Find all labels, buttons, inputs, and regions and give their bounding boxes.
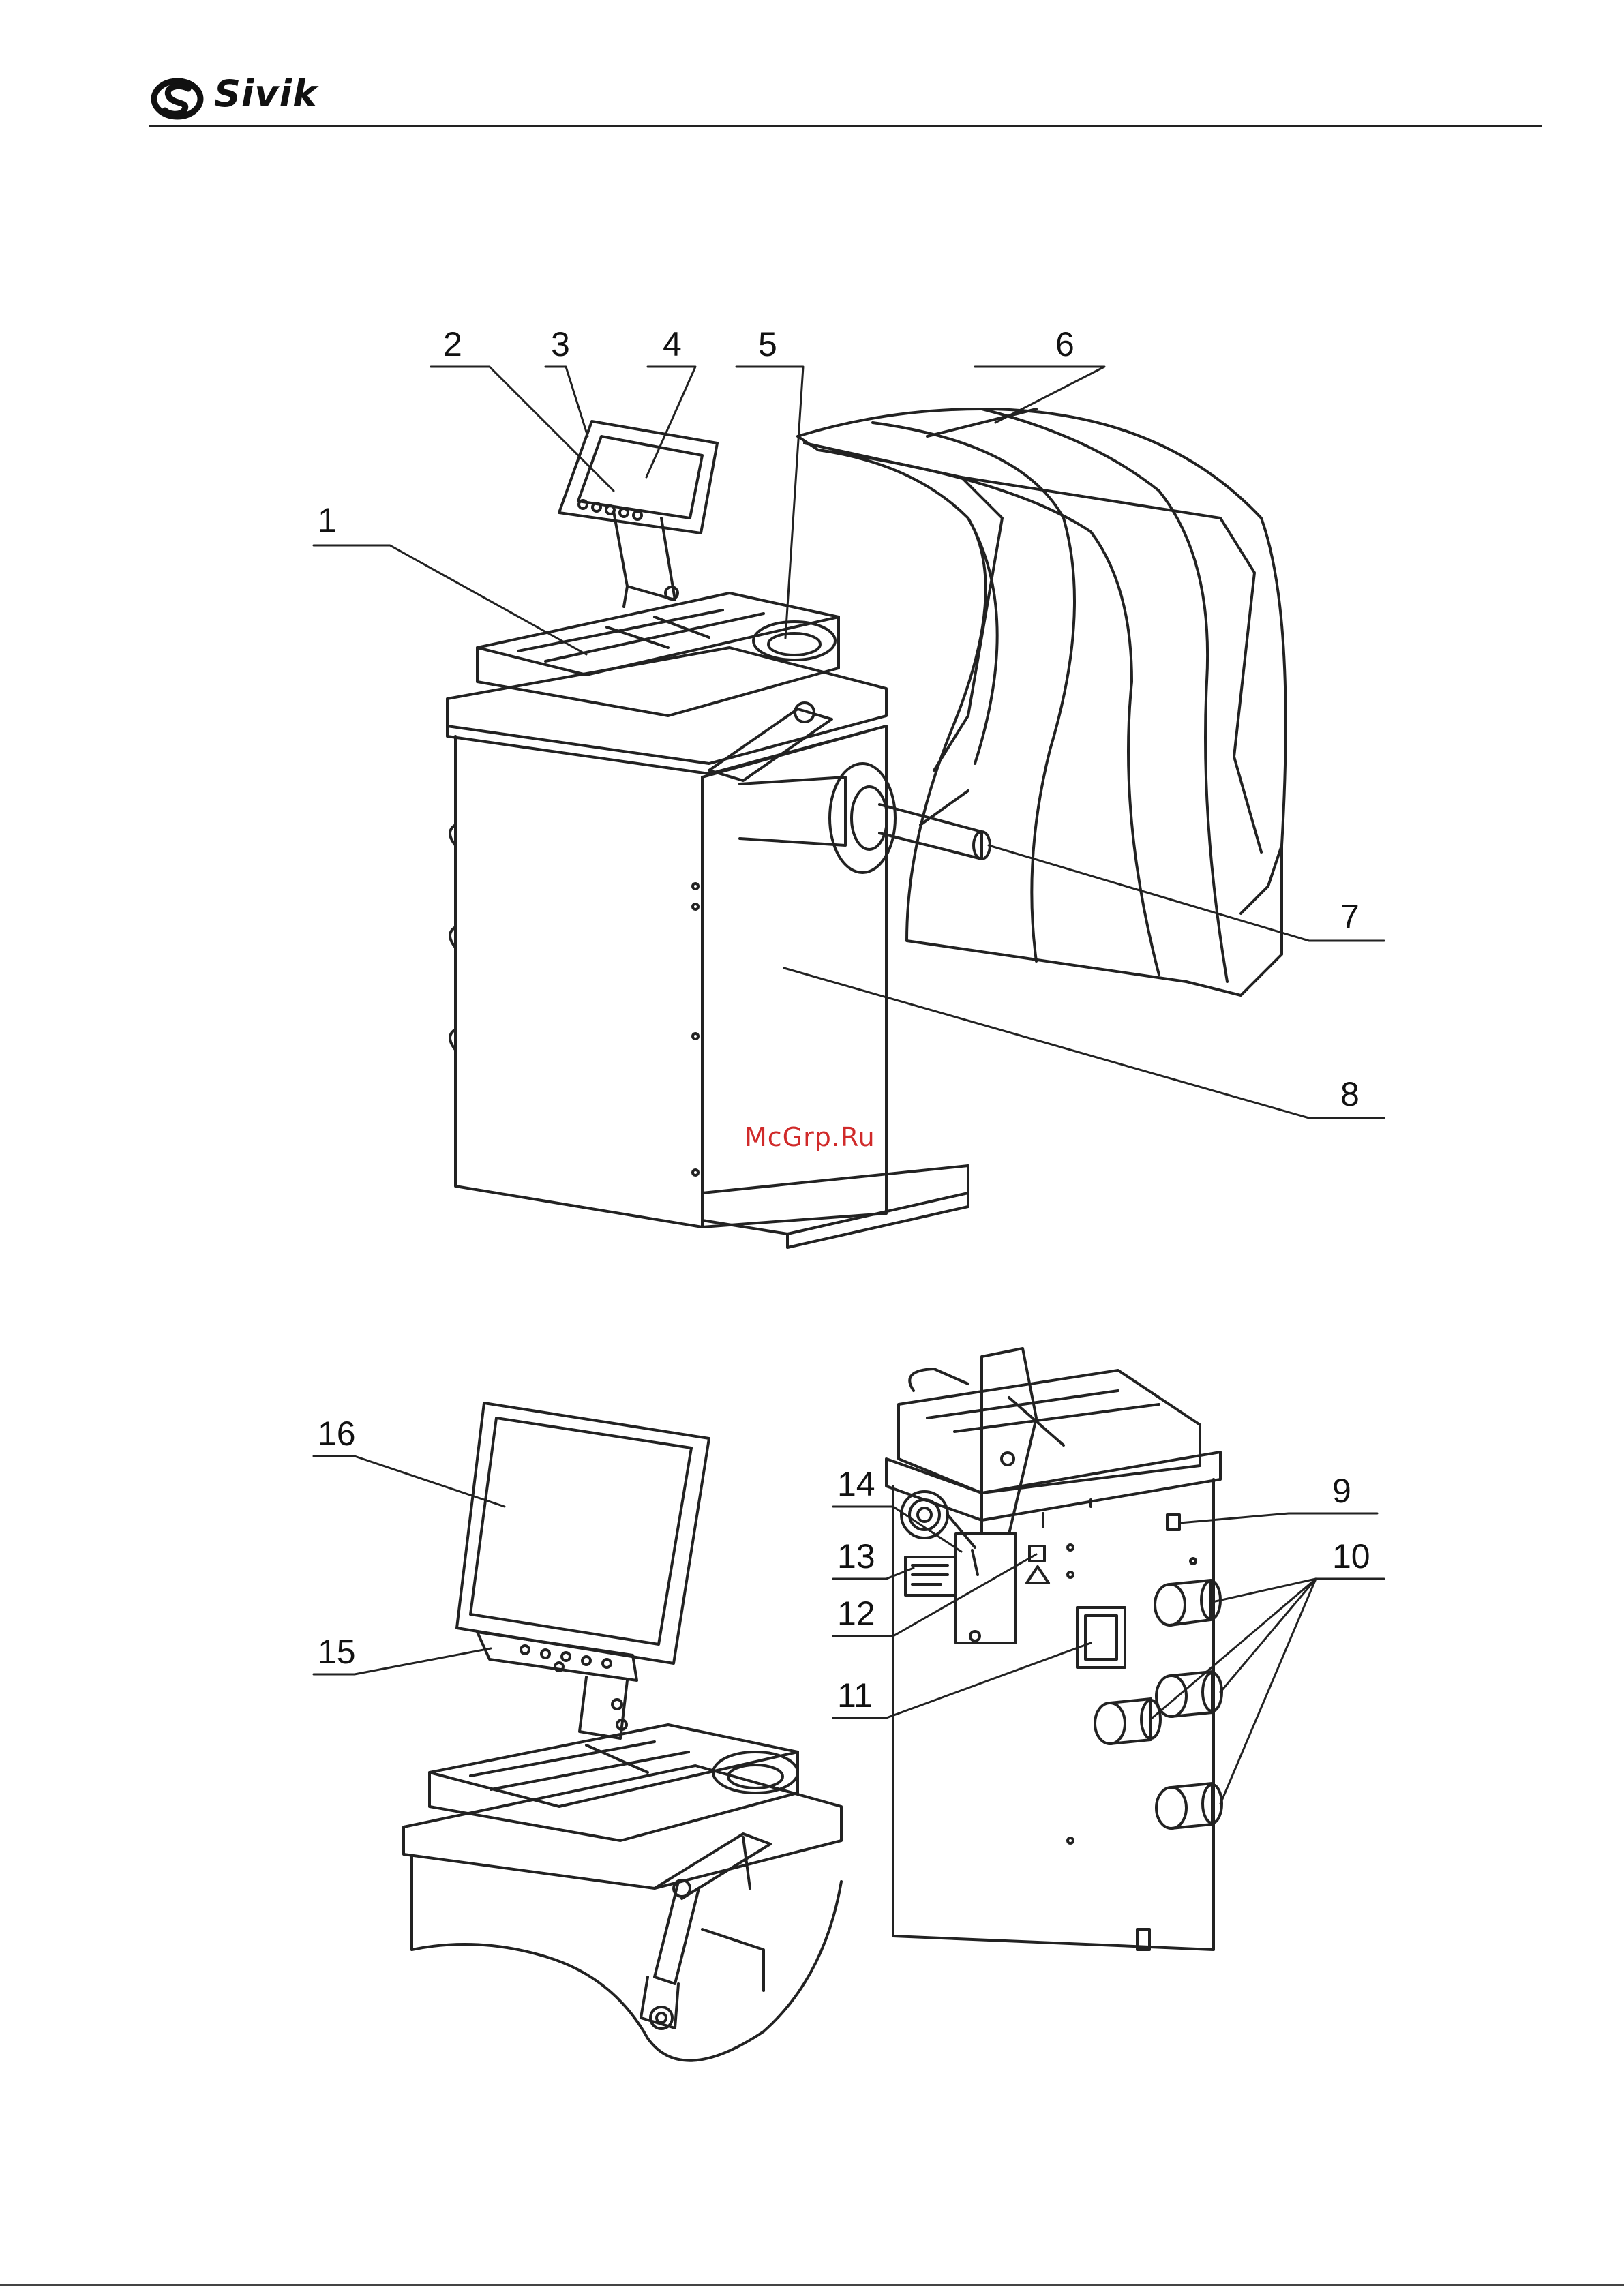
callout-12: 12: [837, 1595, 875, 1633]
balancer-monitor-view: [404, 1403, 841, 2061]
callout-16: 16: [318, 1415, 356, 1453]
callout-6: 6: [1055, 325, 1074, 363]
callout-2: 2: [443, 325, 462, 363]
callout-14: 14: [837, 1465, 875, 1503]
callout-8: 8: [1340, 1075, 1359, 1113]
callout-5: 5: [758, 325, 777, 363]
callout-9: 9: [1332, 1472, 1351, 1510]
callout-15: 15: [318, 1633, 356, 1671]
watermark: McGrp.Ru: [745, 1122, 875, 1152]
footer-divider: [0, 2284, 1624, 2286]
callout-7: 7: [1340, 898, 1359, 936]
callout-4: 4: [663, 325, 682, 363]
callout-1: 1: [318, 501, 337, 539]
callout-13: 13: [837, 1537, 875, 1575]
callout-11: 11: [837, 1676, 873, 1715]
balancer-rear-view: [886, 1348, 1222, 1950]
callout-3: 3: [551, 325, 570, 363]
callout-10: 10: [1332, 1537, 1370, 1575]
